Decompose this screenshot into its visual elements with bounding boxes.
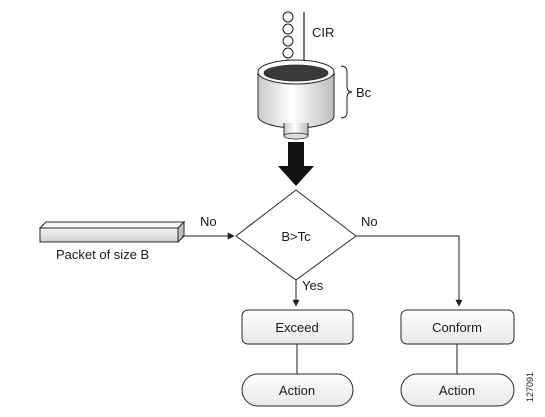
token-circle xyxy=(282,35,294,47)
packet-front xyxy=(39,227,179,243)
no-right-label: No xyxy=(361,214,378,229)
figure-id: 127091 xyxy=(525,372,535,402)
token-circle xyxy=(282,47,294,59)
decision-label: B>Tc xyxy=(281,229,311,244)
token-bucket xyxy=(257,59,335,140)
conform-label: Conform xyxy=(432,320,482,335)
exceed-label: Exceed xyxy=(275,320,318,335)
yes-label: Yes xyxy=(302,278,324,293)
packet-top xyxy=(38,221,186,229)
token-circle xyxy=(282,11,294,23)
bc-label: Bc xyxy=(356,85,372,100)
cir-label: CIR xyxy=(312,25,334,40)
token-circle xyxy=(282,23,294,35)
packet xyxy=(38,220,186,244)
no-left-label: No xyxy=(200,214,217,229)
conform-action-label: Action xyxy=(439,383,475,398)
exceed-action-label: Action xyxy=(279,383,315,398)
bucket-output-arrow xyxy=(278,142,314,186)
bc-brace xyxy=(340,65,353,119)
bucket-spout-end xyxy=(283,132,309,140)
no-right-connector xyxy=(356,235,463,307)
bucket-contents xyxy=(263,64,329,82)
exceed-action-box xyxy=(241,373,354,407)
packet-label: Packet of size B xyxy=(56,247,149,262)
conform-action-box xyxy=(400,373,515,407)
